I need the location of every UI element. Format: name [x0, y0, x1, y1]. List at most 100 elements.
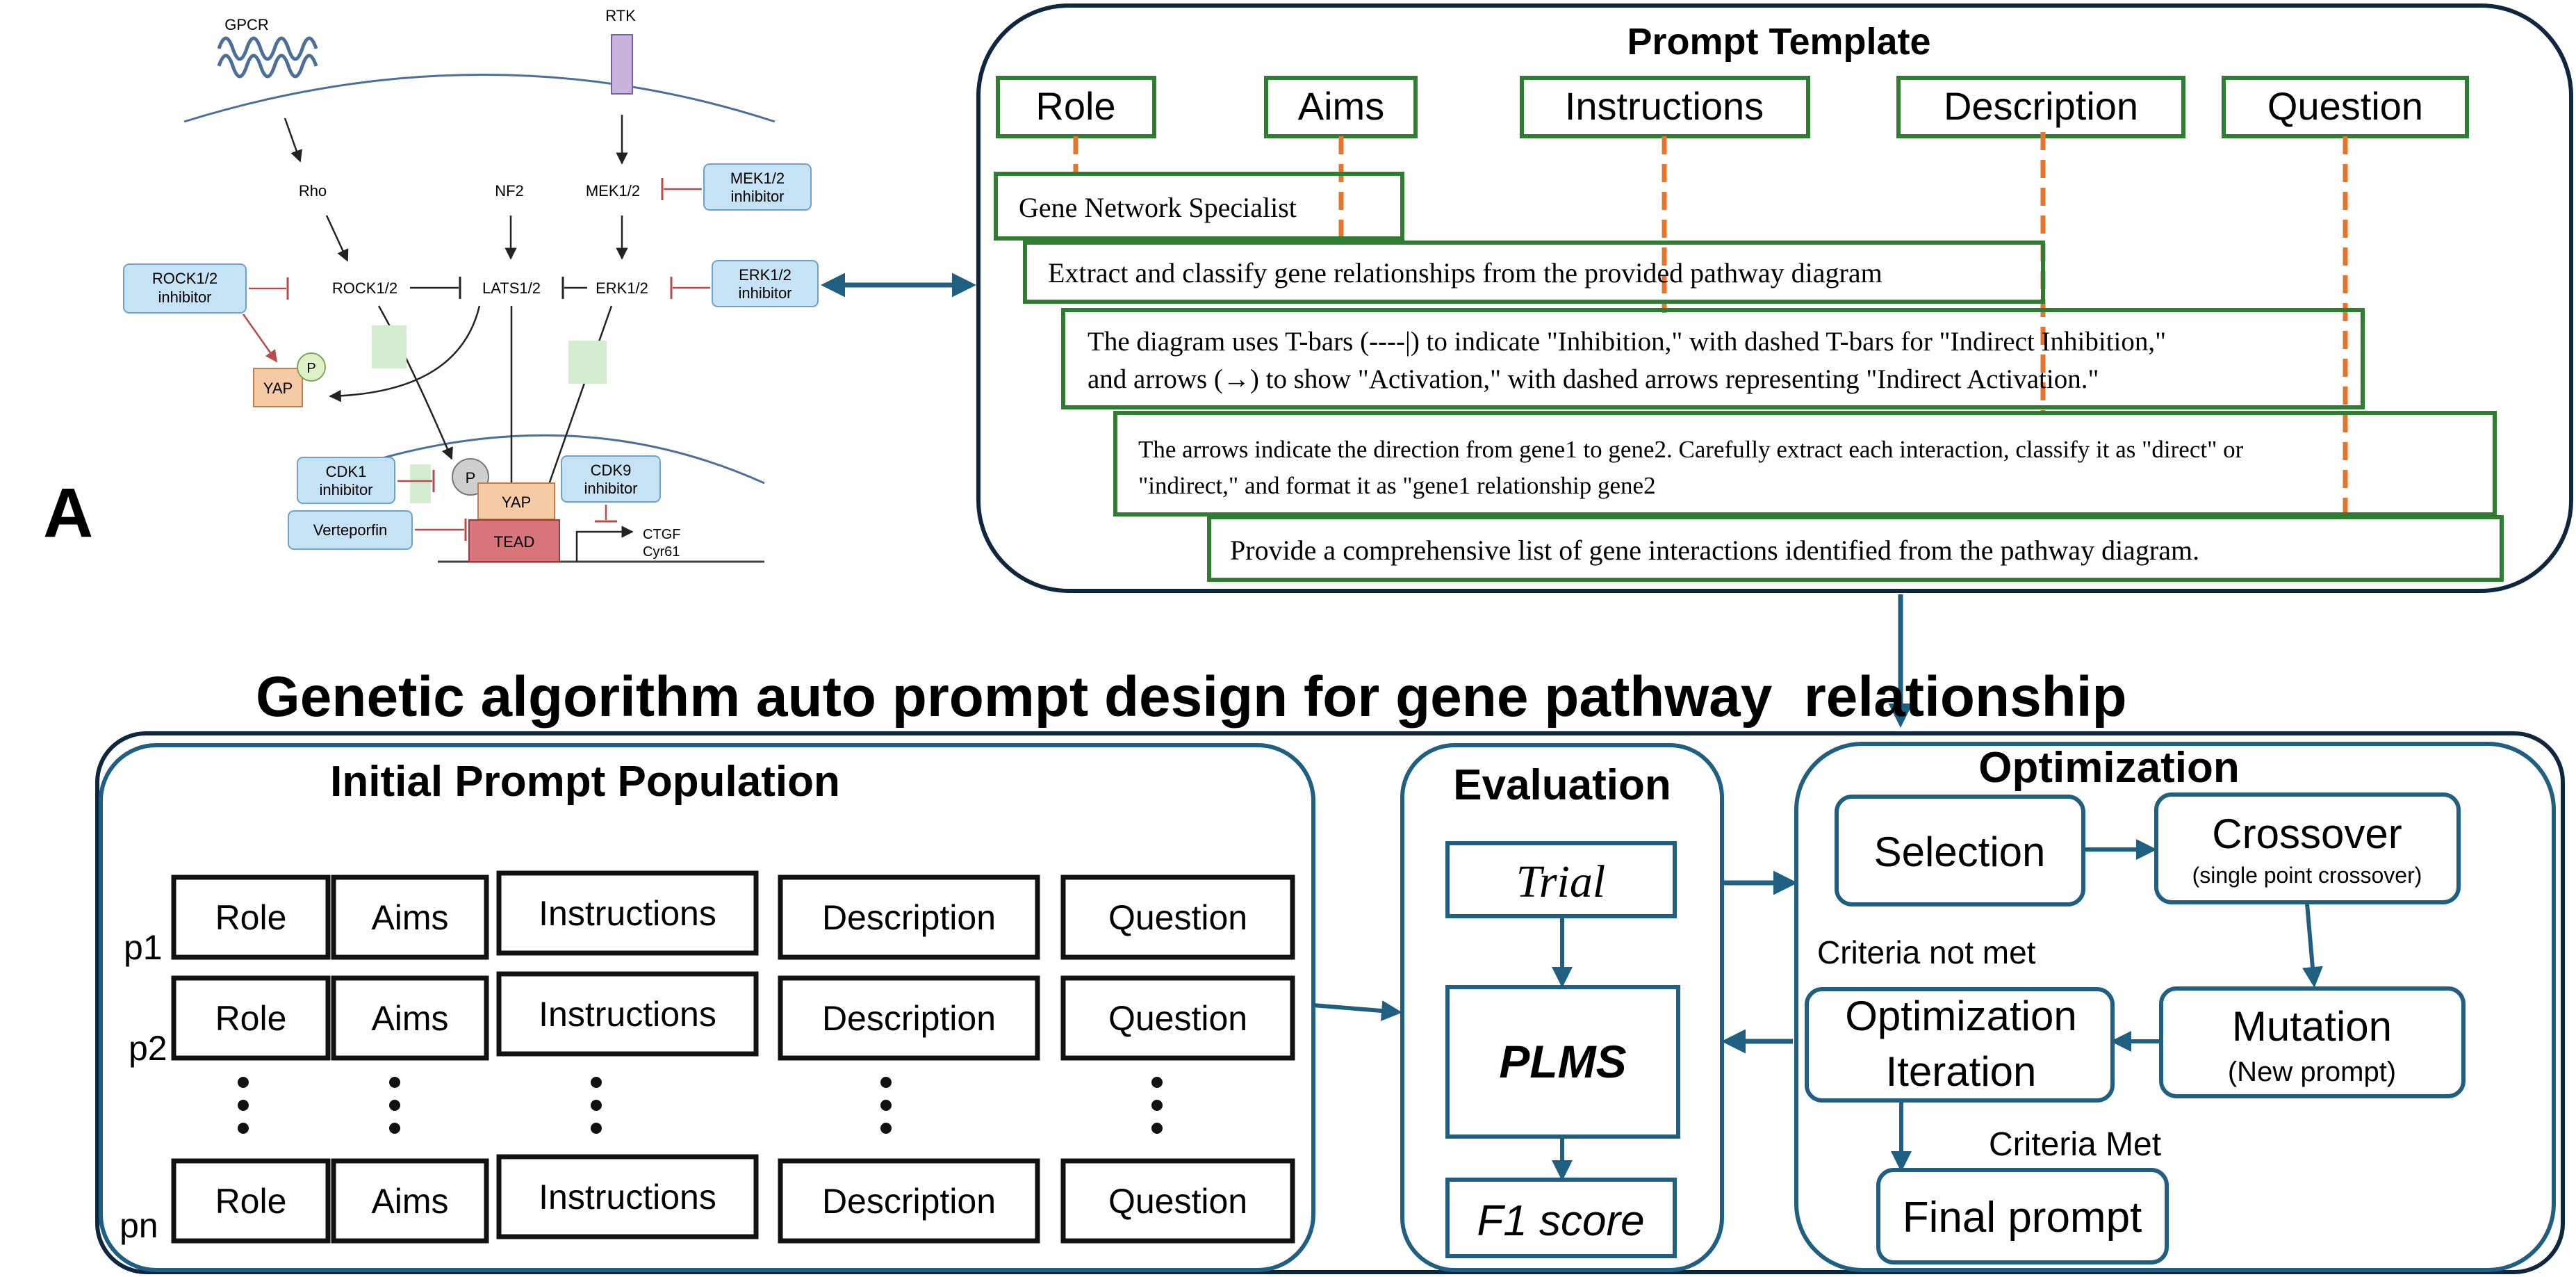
rock-green-box [372, 325, 407, 368]
crossover-to-mutation-arrow [2302, 903, 2323, 988]
population-cell-box [496, 1154, 759, 1239]
population-cell-label: Instructions [539, 995, 716, 1034]
rho-rock-arrow [325, 215, 349, 262]
population-cell-label: Description [822, 1182, 996, 1221]
population-cell-box [496, 870, 759, 956]
population-cell-label: Role [215, 999, 287, 1038]
rock-inhibitor-line1: ROCK1/2 [152, 270, 218, 287]
aims-content-box [1023, 241, 2045, 304]
population-frame [99, 743, 1315, 1272]
instructions-content-box [1061, 308, 2365, 409]
gpcr-rho-arrow [284, 117, 302, 163]
population-cell-box [171, 975, 331, 1061]
yap-nuc-label: YAP [502, 494, 531, 511]
selection-box [1835, 795, 2085, 906]
ellipsis-dot [591, 1077, 602, 1088]
plms-label: PLMS [1499, 1036, 1626, 1087]
erk-yap-arrow [539, 305, 613, 505]
ellipsis-dot [880, 1100, 892, 1111]
population-cell-label: Role [215, 1182, 287, 1221]
population-row-label: p2 [129, 1029, 167, 1068]
iteration-box [1805, 987, 2115, 1103]
description-header-label: Description [1944, 84, 2138, 128]
mutation-label: Mutation [2232, 1003, 2392, 1050]
cdk1-inhibitor-box [297, 457, 395, 504]
ellipsis-dot [591, 1123, 602, 1134]
question-content-text: Provide a comprehensive list of gene int… [1230, 535, 2199, 566]
f1-box [1445, 1178, 1677, 1258]
role-content-text: Gene Network Specialist [1019, 192, 1297, 223]
cdk1-inhibitor-line1: CDK1 [326, 463, 367, 480]
cdk9-inhibitor-line2: inhibitor [584, 480, 637, 497]
trial-box [1445, 841, 1677, 918]
ctgf-label: CTGF [643, 527, 680, 542]
f1-label: F1 score [1477, 1197, 1644, 1245]
erk-node: ERK1/2 [596, 279, 648, 297]
population-cell-box [171, 875, 331, 960]
crossover-label: Crossover [2212, 811, 2402, 857]
population-cell-label: Aims [371, 999, 448, 1038]
ellipsis-dot [238, 1100, 249, 1111]
ellipsis-dot [238, 1123, 249, 1134]
population-cell-box [778, 975, 1040, 1061]
mek-inhibitor-box [703, 163, 812, 211]
description-content-line1: The arrows indicate the direction from g… [1138, 436, 2244, 463]
population-cell-label: Question [1108, 999, 1247, 1038]
mek-inhibitor-line1: MEK1/2 [730, 170, 785, 187]
ellipsis-dot [389, 1077, 400, 1088]
crossover-box [2154, 792, 2461, 904]
ellipsis-dot [1151, 1100, 1163, 1111]
instructions-content-line1: The diagram uses T-bars (----|) to indic… [1088, 327, 2166, 357]
prompt-template-frame [976, 3, 2573, 593]
iteration-label-line2: Iteration [1886, 1048, 2037, 1095]
main-title: Genetic algorithm auto prompt design for… [256, 665, 2127, 729]
population-cell-label: Role [215, 898, 287, 937]
rock-inhibitor-yap-arrow [242, 314, 278, 363]
plms-box [1445, 985, 1680, 1139]
final-prompt-label: Final prompt [1903, 1194, 2142, 1242]
ellipsis-dot [238, 1077, 249, 1088]
evaluation-frame [1400, 743, 1724, 1272]
optimization-frame [1794, 742, 2556, 1272]
rock-yap-curve [377, 305, 453, 460]
role-content-box [994, 172, 1404, 241]
mutation-sublabel: (New prompt) [2228, 1057, 2396, 1087]
ctgf-arrow [575, 526, 634, 562]
yap-nuc-box [477, 482, 555, 520]
optimization-panel: Optimization Selection Crossover (single… [1794, 742, 2556, 1272]
population-cell-box [1060, 1158, 1295, 1244]
population-cell-box [171, 1158, 331, 1244]
tead-box [468, 519, 560, 562]
description-content-box [1113, 411, 2497, 517]
rtk-label: RTK [605, 7, 636, 24]
crossover-sublabel: (single point crossover) [2192, 863, 2422, 888]
yap-cyto-box [253, 368, 303, 407]
instructions-header-label: Instructions [1565, 84, 1764, 128]
rho-node: Rho [299, 182, 327, 200]
cdk1-green-box [410, 464, 431, 503]
population-cell-label: Instructions [539, 1178, 716, 1217]
population-cell-box [496, 971, 759, 1057]
evaluation-title: Evaluation [1453, 761, 1671, 809]
nf2-node: NF2 [495, 182, 524, 200]
erk-inhibitor-box [712, 260, 819, 307]
rock-node: ROCK1/2 [332, 279, 397, 297]
tead-label: TEAD [494, 533, 535, 551]
mek-node: MEK1/2 [586, 182, 640, 200]
rock-inhibitor-line2: inhibitor [158, 288, 211, 306]
erk-inhibitor-line2: inhibitor [738, 284, 791, 302]
gpcr-icon [217, 36, 318, 79]
panel-label: A [43, 474, 93, 552]
population-cell-box [778, 875, 1040, 960]
optimization-title: Optimization [1978, 744, 2239, 792]
cdk1-inhibitor-line2: inhibitor [319, 481, 372, 498]
population-title: Initial Prompt Population [330, 758, 840, 806]
ellipsis-dot [389, 1100, 400, 1111]
ellipsis-dot [880, 1077, 892, 1088]
population-to-evaluation-arrow [1313, 1000, 1402, 1021]
ellipsis-dot [1151, 1123, 1163, 1134]
cell-membrane [183, 74, 776, 123]
verteporfin-label: Verteporfin [313, 521, 387, 539]
